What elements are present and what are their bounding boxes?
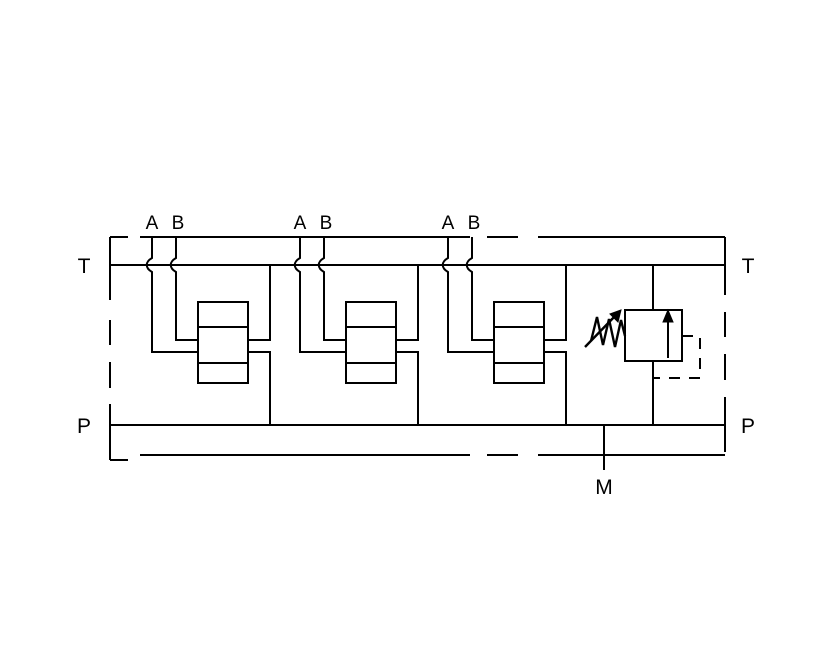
section-1-valve-body bbox=[197, 301, 249, 384]
pressure-relief-valve bbox=[584, 265, 701, 425]
label-pressure-left: P bbox=[77, 415, 91, 438]
section-3-b-line bbox=[465, 237, 494, 341]
relief-valve-flow-arrow-head bbox=[662, 308, 674, 323]
valve-section-2 bbox=[293, 237, 419, 425]
section-2-return-to-tank bbox=[396, 265, 419, 341]
label-section-3-port-a: A bbox=[442, 213, 455, 234]
label-pressure-right: P bbox=[741, 415, 755, 438]
relief-valve-body bbox=[624, 309, 683, 362]
section-3-a-line bbox=[441, 237, 494, 353]
section-1-return-to-tank bbox=[248, 265, 271, 341]
section-1-a-line bbox=[145, 237, 198, 353]
section-3-valve-body bbox=[493, 301, 545, 384]
relief-valve-adjust-arrow-head bbox=[609, 309, 622, 323]
relief-valve-spring bbox=[589, 316, 627, 348]
labels: T T P P M A B A B A B bbox=[77, 213, 755, 499]
section-1-b-line bbox=[169, 237, 198, 341]
section-2-feed-from-pressure bbox=[396, 351, 419, 425]
valve-body-enclosure bbox=[109, 236, 726, 461]
label-section-1-port-b: B bbox=[172, 213, 185, 234]
label-section-2-port-a: A bbox=[294, 213, 307, 234]
valve-section-3 bbox=[441, 237, 567, 425]
label-tank-right: T bbox=[742, 255, 755, 278]
section-2-a-line bbox=[293, 237, 346, 353]
section-3-feed-from-pressure bbox=[544, 351, 567, 425]
section-3-return-to-tank bbox=[544, 265, 567, 341]
relief-valve-adjust-arrow-shaft bbox=[584, 313, 618, 348]
label-section-1-port-a: A bbox=[146, 213, 159, 234]
section-1-feed-from-pressure bbox=[248, 351, 271, 425]
label-section-3-port-b: B bbox=[468, 213, 481, 234]
relief-valve-pilot-line bbox=[653, 335, 701, 379]
section-2-valve-body bbox=[345, 301, 397, 384]
label-gauge-port-m: M bbox=[595, 476, 613, 499]
valve-section-1 bbox=[145, 237, 271, 425]
label-section-2-port-b: B bbox=[320, 213, 333, 234]
label-tank-left: T bbox=[78, 255, 91, 278]
section-2-b-line bbox=[317, 237, 346, 341]
